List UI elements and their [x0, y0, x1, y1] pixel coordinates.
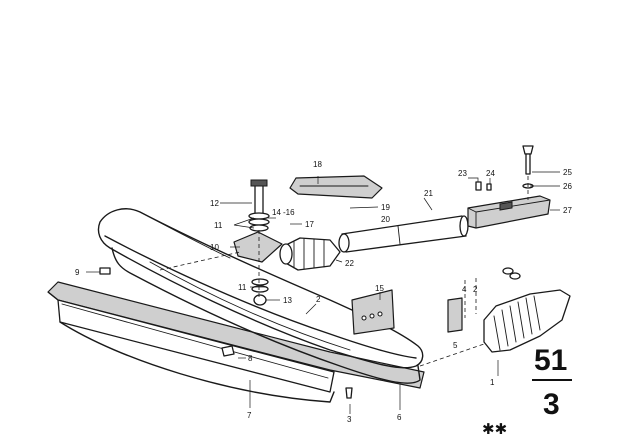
mount-bracket [233, 179, 283, 306]
carrier-arm [467, 195, 551, 229]
label-10: 10 [210, 243, 219, 252]
bracket-plate [351, 289, 395, 335]
label-1: 1 [490, 378, 495, 387]
label-9: 9 [75, 268, 80, 277]
bumper-bar [97, 208, 424, 384]
label-2-right: 2 [473, 285, 478, 294]
label-11-top: 11 [214, 221, 223, 230]
rubber-boot [279, 237, 341, 271]
label-24: 24 [486, 169, 495, 178]
label-19: 19 [381, 203, 390, 212]
label-25: 25 [563, 168, 572, 177]
label-2: 2 [316, 295, 321, 304]
label-17: 17 [305, 220, 314, 229]
label-4: 4 [462, 285, 467, 294]
label-26: 26 [563, 182, 572, 191]
center-line [419, 343, 485, 367]
label-23: 23 [458, 169, 467, 178]
label-16: -16 [283, 208, 295, 217]
small-screws [468, 177, 492, 191]
shock-absorber [338, 215, 469, 253]
rubber-end-piece [483, 267, 571, 353]
label-11-bottom: 11 [238, 283, 247, 292]
label-22: 22 [345, 259, 354, 268]
group-number-block: 51 3 ✱✱ [482, 344, 572, 438]
label-8: 8 [248, 354, 253, 363]
subgroup-number: 3 [543, 388, 560, 421]
label-18: 18 [313, 160, 322, 169]
label-14: 14 [272, 208, 281, 217]
side-bracket [447, 278, 477, 333]
label-13: 13 [283, 296, 292, 305]
group-number: 51 [534, 344, 567, 377]
label-7: 7 [247, 411, 252, 420]
label-6: 6 [397, 413, 402, 422]
label-15: 15 [375, 284, 384, 293]
label-3: 3 [347, 415, 352, 424]
fasteners [99, 267, 353, 399]
cover-plate [289, 175, 383, 199]
label-20: 20 [381, 215, 390, 224]
vertical-bolt [522, 145, 534, 200]
label-5: 5 [453, 341, 458, 350]
trim-strip [47, 281, 425, 403]
label-12: 12 [210, 199, 219, 208]
stars-mark: ✱✱ [482, 420, 507, 438]
label-21: 21 [424, 189, 433, 198]
part-labels: 1 2 2 3 4 5 6 7 8 9 10 11 11 12 13 14 15… [75, 160, 572, 424]
label-27: 27 [563, 206, 572, 215]
leader-lines [86, 171, 560, 414]
